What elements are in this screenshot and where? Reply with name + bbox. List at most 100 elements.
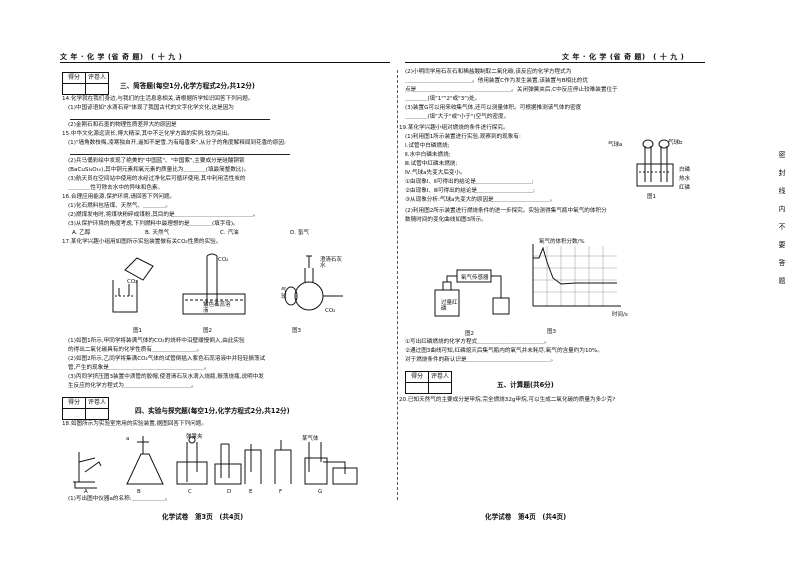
apparatus-b-label: B — [137, 489, 141, 495]
q19-c-text: ③从现象分析:气球a先变大的原因是＿＿＿＿＿＿＿＿＿＿。 — [405, 197, 556, 203]
score-box-3: 得分评卷人 — [405, 371, 452, 394]
fig3-xlabel: 时间/s — [612, 312, 628, 318]
q19-2c-text: ①写出红磷燃烧的化学方程式＿＿＿＿＿＿＿＿＿＿＿＿。 — [405, 339, 550, 345]
q16-text: 16.合理应用能源,保护环境,请回答下列问题。 — [62, 194, 176, 200]
fig3-caption: 图3 — [292, 328, 301, 334]
q15-text: 15.中华文化源远流长,博大精深,其中不乏化学方面的实例,较为突出。 — [62, 131, 233, 137]
side-char: 要 — [778, 241, 786, 249]
grader-label: 评卷人 — [87, 74, 106, 81]
apparatus-c-label: C — [188, 489, 192, 495]
left-header: 文 年 · 化 学 (省 奇 题) ( 十 九 ) — [60, 53, 183, 61]
side-char: 线 — [778, 187, 786, 195]
side-char: 不 — [778, 223, 786, 231]
fig3-label-limewater: 澄清石灰水 — [320, 257, 343, 269]
right-page: 文 年 · 化 学 (省 奇 题) ( 十 九 ) (2)小明同学用石灰石和稀盐… — [397, 0, 794, 561]
q19-iii-text: Ⅲ.试管中红磷未燃烧; — [405, 161, 458, 167]
q19-i-text: Ⅰ.试管中白磷燃烧; — [405, 143, 450, 149]
answer-line[interactable] — [70, 154, 290, 155]
q18-3b-text: ＿＿＿＿(填"大于"或"小于")空气的密度。 — [405, 114, 510, 120]
apparatus-d — [214, 443, 242, 485]
fig1-balloon-b: 气球b — [668, 140, 683, 146]
q18-apparatus — [73, 436, 358, 489]
q18-3a-text: (3)装置G可以用来收集气体,还可以测量体积。可根据推测该气体的密度 — [405, 105, 582, 111]
q17-text: 17.某化学兴趣小组用如图所示实验装置做有关CO₂性质的实验。 — [62, 239, 222, 245]
fig3-label-balloon: 气球 — [281, 288, 287, 300]
fig1-balloon-a: 气球a — [608, 142, 623, 148]
apparatus-g — [304, 442, 358, 485]
q16-option-a: A. 乙醇 — [72, 230, 91, 236]
figure-2-trough — [182, 253, 246, 315]
spring-clip-label: 弹簧夹 — [186, 434, 203, 440]
q18-2b-text: ＿＿＿＿＿＿＿＿＿＿＿＿。他用装置C作为发生装置,该装置与B相比的优 — [405, 78, 588, 84]
fig3-label-co2: CO₂ — [325, 308, 336, 314]
q16-option-b: B. 天然气 — [145, 230, 170, 236]
fig1-red-phosphorus: 红磷 — [679, 185, 691, 191]
score-box: 得分评卷人 — [62, 72, 109, 95]
q15-1-text: (1)"墙角数枝梅,凌寒独自开,遥知不是雪,为有暗香来",从分子的角度解释闻到花… — [68, 140, 286, 146]
q18-2d-text: ＿＿＿＿(填"1""2"或"3")处。 — [405, 96, 481, 102]
q16-1-text: (1)化石燃料包括煤、天然气、＿＿＿＿。 — [68, 203, 172, 209]
side-char: 答 — [778, 259, 786, 267]
fig2-sensor-label: 氧气传感器 — [461, 275, 489, 281]
q19-2d-text: ②通过图3曲线可知,红磷熄灭后集气瓶内的氧气并未耗尽,氧气的含量约为10%。 — [405, 348, 603, 354]
q16-2-text: (2)燃煤发电时,将煤块粉碎成煤粉,其目的是＿＿＿＿＿＿＿＿＿＿＿＿＿＿。 — [68, 212, 259, 218]
fig2-phosphorus-label: 过量红磷 — [441, 300, 458, 312]
left-page: 文 年 · 化 学 (省 奇 题) ( 十 九 ) 得分评卷人 三、简答题(每空… — [60, 53, 390, 521]
figure-3-flask — [284, 255, 343, 311]
q19-a-text: ①由现象Ⅰ、Ⅱ可得出的结论是＿＿＿＿＿＿＿＿＿＿; — [405, 179, 534, 185]
q20-text: 20.已知天然气的主要成分是甲烷,完全燃烧32g甲烷,可以生成二氧化碳的质量为多… — [399, 397, 616, 403]
q19-2e-text: 对于燃烧条件的新认识是＿＿＿＿＿＿＿＿＿＿＿＿＿＿＿。 — [405, 357, 557, 363]
q17-1b-text: 的得出二氧化碳具有的化学性质有＿＿＿＿＿＿＿＿。 — [68, 347, 203, 353]
apparatus-f-label: F — [279, 489, 283, 495]
q19-b-text: ②由现象Ⅰ、Ⅲ可得出的结论是＿＿＿＿＿＿＿＿＿＿; — [405, 188, 535, 194]
fig2-label-litmus: 紫色石蕊溶液 — [203, 302, 231, 314]
header-rule — [60, 62, 390, 63]
score-label: 得分 — [63, 398, 86, 408]
q16-option-d: D. 氢气 — [290, 230, 310, 236]
q15-3b-text: ＿＿＿＿性可除去水中的异味和色素。 — [68, 185, 164, 191]
side-char: 题 — [778, 277, 786, 285]
fig2-caption: 图2 — [203, 328, 212, 334]
answer-line[interactable] — [70, 119, 270, 120]
header-rule — [405, 62, 705, 63]
q18-text: 18.如图所示为实验室常用的实验装置,据图回答下列问题。 — [62, 421, 207, 427]
apparatus-c — [176, 436, 208, 485]
page-divider — [397, 70, 398, 500]
side-char: 内 — [778, 205, 786, 213]
fig1-caption: 图1 — [647, 194, 656, 200]
q16-option-c: C. 汽油 — [220, 230, 239, 236]
figure-1-beakers — [112, 257, 154, 313]
side-char: 密 — [778, 151, 786, 159]
sealing-line-note: 密 封 线 内 不 要 答 题 — [776, 150, 788, 286]
apparatus-b — [126, 436, 164, 485]
q18-1-text: (1)写出图中仪器a的名称:＿＿＿＿＿＿。 — [68, 496, 171, 502]
q15-2a-text: (2)兵马俑彩绘中发现了绝美的"中国蓝"、"中国紫",主要成分是硅酸铜钡 — [68, 158, 245, 164]
oxygen-curve — [533, 246, 617, 285]
q19-2b-text: 数随时间的变化曲线如图3所示。 — [405, 217, 487, 223]
q15-2b-text: (BaCuSi₄O₁₀),其中铜元素和氧元素的质量比为＿＿＿＿(填最简整数比)。 — [68, 167, 250, 173]
q18-2c-text: 点是＿＿＿＿＿＿＿＿＿＿＿＿＿＿＿＿＿。关闭弹簧夹后,C中反应停止较难装置位于 — [405, 87, 618, 93]
q17-2a-text: (2)如图2所示,乙同学将集满CO₂气体的试管倒插入紫色石蕊溶液中并轻轻振荡试 — [68, 356, 266, 362]
fig3-caption: 图3 — [547, 329, 556, 335]
q14-2-text: (2)金刚石和石墨的物理性质差异大的原因是 — [68, 122, 177, 128]
score-label: 得分 — [63, 73, 86, 83]
apparatus-a — [73, 452, 102, 489]
apparatus-f — [274, 440, 292, 484]
fig1-hot-water: 热水 — [679, 176, 691, 182]
apparatus-a-marker: a — [126, 436, 130, 442]
fig1-label-co2: CO₂ — [127, 279, 138, 285]
section-4-title: 四、实验与探究题(每空1分,化学方程式2分,共12分) — [135, 407, 290, 415]
q17-3b-text: 生反应的化学方程式为＿＿＿＿＿＿＿＿＿＿＿＿。 — [68, 383, 197, 389]
apparatus-a-label: A — [84, 489, 88, 495]
grader-label: 评卷人 — [87, 399, 106, 406]
q19-iv-text: Ⅳ.气球a先变大后变小。 — [405, 170, 466, 176]
q18-2a-text: (2)小明同学用石灰石和稀盐酸制取二氧化碳,该反应的化学方程式为 — [405, 69, 572, 75]
q17-3a-text: (3)丙同学挤压图3装置中滴管的胶帽,使澄清石灰水滴入烧瓶,振荡烧瓶,说明中发 — [68, 374, 264, 380]
grader-label: 评卷人 — [430, 373, 449, 380]
q17-figures — [112, 253, 343, 315]
right-footer: 化学试卷 第4页 (共4页) — [485, 513, 567, 521]
fig1-white-phosphorus: 白磷 — [679, 167, 691, 173]
fig3-chart — [532, 244, 621, 307]
q17-2b-text: 管,产生的现象是＿＿＿＿＿＿＿＿＿＿＿＿＿＿＿＿＿。 — [68, 365, 210, 371]
gas-label: 某气体 — [302, 436, 319, 442]
